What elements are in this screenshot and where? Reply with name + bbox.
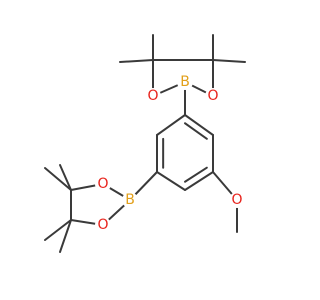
molecule-structure-diagram: B O O B O O O [44,34,246,253]
atoms-layer: B O O B O O O [95,74,245,233]
atom-background-O1 [145,88,161,104]
bond-C3-m3b [59,164,72,191]
atom-background-B2 [122,192,138,208]
bond-C4-m4b [59,219,72,253]
atom-background-O4 [95,217,111,233]
bond-C2-m2a [212,59,246,63]
aromatic-bond-r3-r4 [184,166,208,183]
atom-label-B2: B [125,192,135,208]
bond-r4-r5 [156,171,186,191]
atom-background-O3 [95,176,111,192]
atom-label-B1: B [180,74,190,90]
bond-C4-m4a [44,219,72,241]
bond-C1-m1a [119,59,154,63]
bonds-layer [44,34,246,253]
bond-r3-r4 [184,171,214,191]
bond-r6-r1 [156,114,186,136]
bond-r1-r2 [184,114,214,136]
atom-background-O5 [229,192,245,208]
atom-background-B1 [177,74,193,90]
atom-label-O3: O [97,176,108,192]
atom-label-O2: O [207,88,218,104]
atom-label-O4: O [97,217,108,233]
atom-label-O1: O [147,88,158,104]
bond-C3-m3a [44,167,72,191]
atom-background-O2 [205,88,221,104]
atom-label-O5: O [231,192,242,208]
aromatic-bond-r1-r2 [184,122,208,140]
